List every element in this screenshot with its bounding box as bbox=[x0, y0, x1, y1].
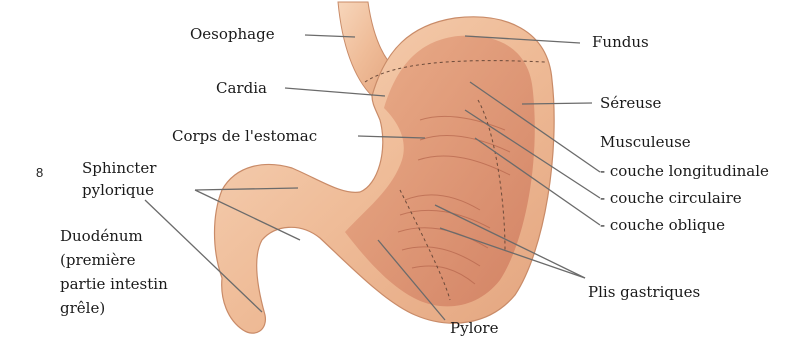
label-sereuse: Séreuse bbox=[600, 93, 661, 113]
label-fundus: Fundus bbox=[592, 32, 649, 52]
label-sphincter-line2: pylorique bbox=[82, 180, 154, 200]
label-musculeuse: Musculeuse bbox=[600, 132, 691, 152]
label-couche-circulaire: - couche circulaire bbox=[600, 188, 742, 208]
label-duodenum-line3: partie intestin bbox=[60, 274, 168, 294]
label-cardia: Cardia bbox=[216, 78, 267, 98]
label-sphincter-line1: Sphincter bbox=[82, 158, 156, 178]
label-duodenum-line1: Duodénum bbox=[60, 226, 143, 246]
label-couche-oblique: - couche oblique bbox=[600, 215, 725, 235]
label-oesophage: Oesophage bbox=[190, 24, 275, 44]
label-duodenum-line4: grêle) bbox=[60, 298, 105, 318]
label-duodenum-line2: (première bbox=[60, 250, 135, 270]
label-plis-gastriques: Plis gastriques bbox=[588, 282, 700, 302]
label-couche-longitudinale: - couche longitudinale bbox=[600, 161, 769, 181]
label-corps: Corps de l'estomac bbox=[172, 126, 317, 146]
label-pylore: Pylore bbox=[450, 318, 498, 338]
page-number: 8 bbox=[36, 165, 43, 180]
